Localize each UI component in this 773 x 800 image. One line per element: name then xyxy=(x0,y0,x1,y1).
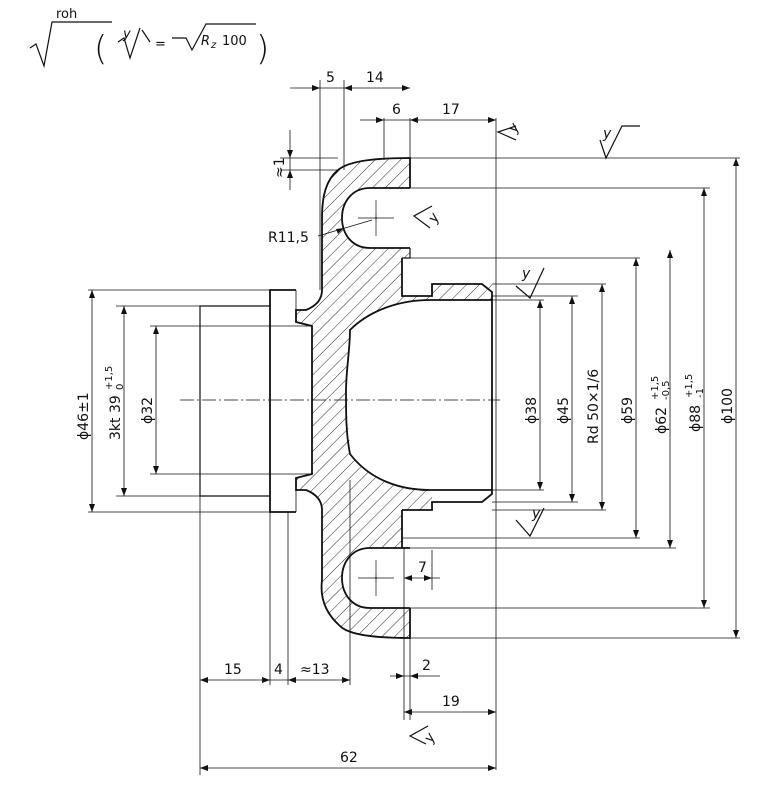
dim-2: 2 xyxy=(422,658,431,674)
svg-text:y: y xyxy=(421,730,440,747)
svg-text:y: y xyxy=(521,266,531,282)
dimension-texts: 5 14 6 17 ≈1 R11,5 ϕ46±1 3kt 39 +1,5 0 ϕ… xyxy=(76,70,736,766)
dim-phi62: ϕ62 +1,5 -0,5 xyxy=(650,376,672,434)
dim-6: 6 xyxy=(392,102,401,118)
svg-text:ϕ62: ϕ62 xyxy=(654,407,670,434)
svg-text:-1: -1 xyxy=(695,388,706,398)
part-section xyxy=(180,157,500,639)
svg-text:y: y xyxy=(602,126,612,142)
dimension-lines xyxy=(89,85,739,771)
dim-approx-13: ≈13 xyxy=(300,662,330,678)
dim-phi45: ϕ45 xyxy=(556,397,572,424)
rz-z-label: z xyxy=(210,40,217,51)
rz-r-label: R xyxy=(201,34,210,49)
dim-5: 5 xyxy=(326,70,335,86)
dim-62: 62 xyxy=(340,750,358,766)
surface-mark-top-right: y xyxy=(599,125,640,160)
dim-phi59: ϕ59 xyxy=(620,397,636,424)
extension-lines xyxy=(88,80,740,775)
surface-mark-bottom: y xyxy=(408,725,440,747)
dim-4: 4 xyxy=(274,662,283,678)
dim-14: 14 xyxy=(366,70,384,86)
center-marks xyxy=(372,214,380,582)
svg-text:+1,5: +1,5 xyxy=(104,366,115,390)
surface-mark-17: y xyxy=(496,120,524,141)
close-paren: ) xyxy=(256,29,269,69)
surface-mark-thread-top: y xyxy=(515,266,545,299)
svg-text:3kt 39: 3kt 39 xyxy=(108,395,124,440)
surface-mark-thread-bottom: y xyxy=(515,506,545,538)
dim-17: 17 xyxy=(442,102,460,118)
dim-phi100: ϕ100 xyxy=(720,388,736,424)
open-paren: ( xyxy=(94,29,107,69)
dim-rd50: Rd 50×1/6 xyxy=(586,369,602,444)
svg-text:+1,5: +1,5 xyxy=(684,374,695,398)
dim-15: 15 xyxy=(224,662,242,678)
dim-approx-1: ≈1 xyxy=(272,157,288,178)
surface-marks: y y y y y y xyxy=(408,120,640,747)
dim-7: 7 xyxy=(418,560,427,576)
dim-radius-11-5: R11,5 xyxy=(268,230,309,246)
y-mark-label: y xyxy=(122,27,131,42)
svg-text:y: y xyxy=(425,210,444,227)
rz-value-label: 100 xyxy=(222,34,247,49)
dim-phi38: ϕ38 xyxy=(524,397,540,424)
surface-mark-groove-top: y xyxy=(412,205,444,229)
svg-text:-0,5: -0,5 xyxy=(661,380,672,400)
equals-sign: = xyxy=(155,37,166,52)
svg-text:y: y xyxy=(531,506,541,522)
svg-text:y: y xyxy=(505,120,524,137)
dim-3kt39: 3kt 39 +1,5 0 xyxy=(104,366,126,440)
dim-19: 19 xyxy=(442,694,460,710)
svg-text:+1,5: +1,5 xyxy=(650,376,661,400)
dim-phi32: ϕ32 xyxy=(140,397,156,424)
dim-phi46: ϕ46±1 xyxy=(76,392,92,440)
svg-text:0: 0 xyxy=(115,384,126,390)
dim-phi88: ϕ88 +1,5 -1 xyxy=(684,374,706,432)
surface-roughness-header: roh ( y = R z 100 ) xyxy=(29,7,269,69)
svg-text:ϕ88: ϕ88 xyxy=(688,405,704,432)
roughness-roh-label: roh xyxy=(56,7,77,22)
